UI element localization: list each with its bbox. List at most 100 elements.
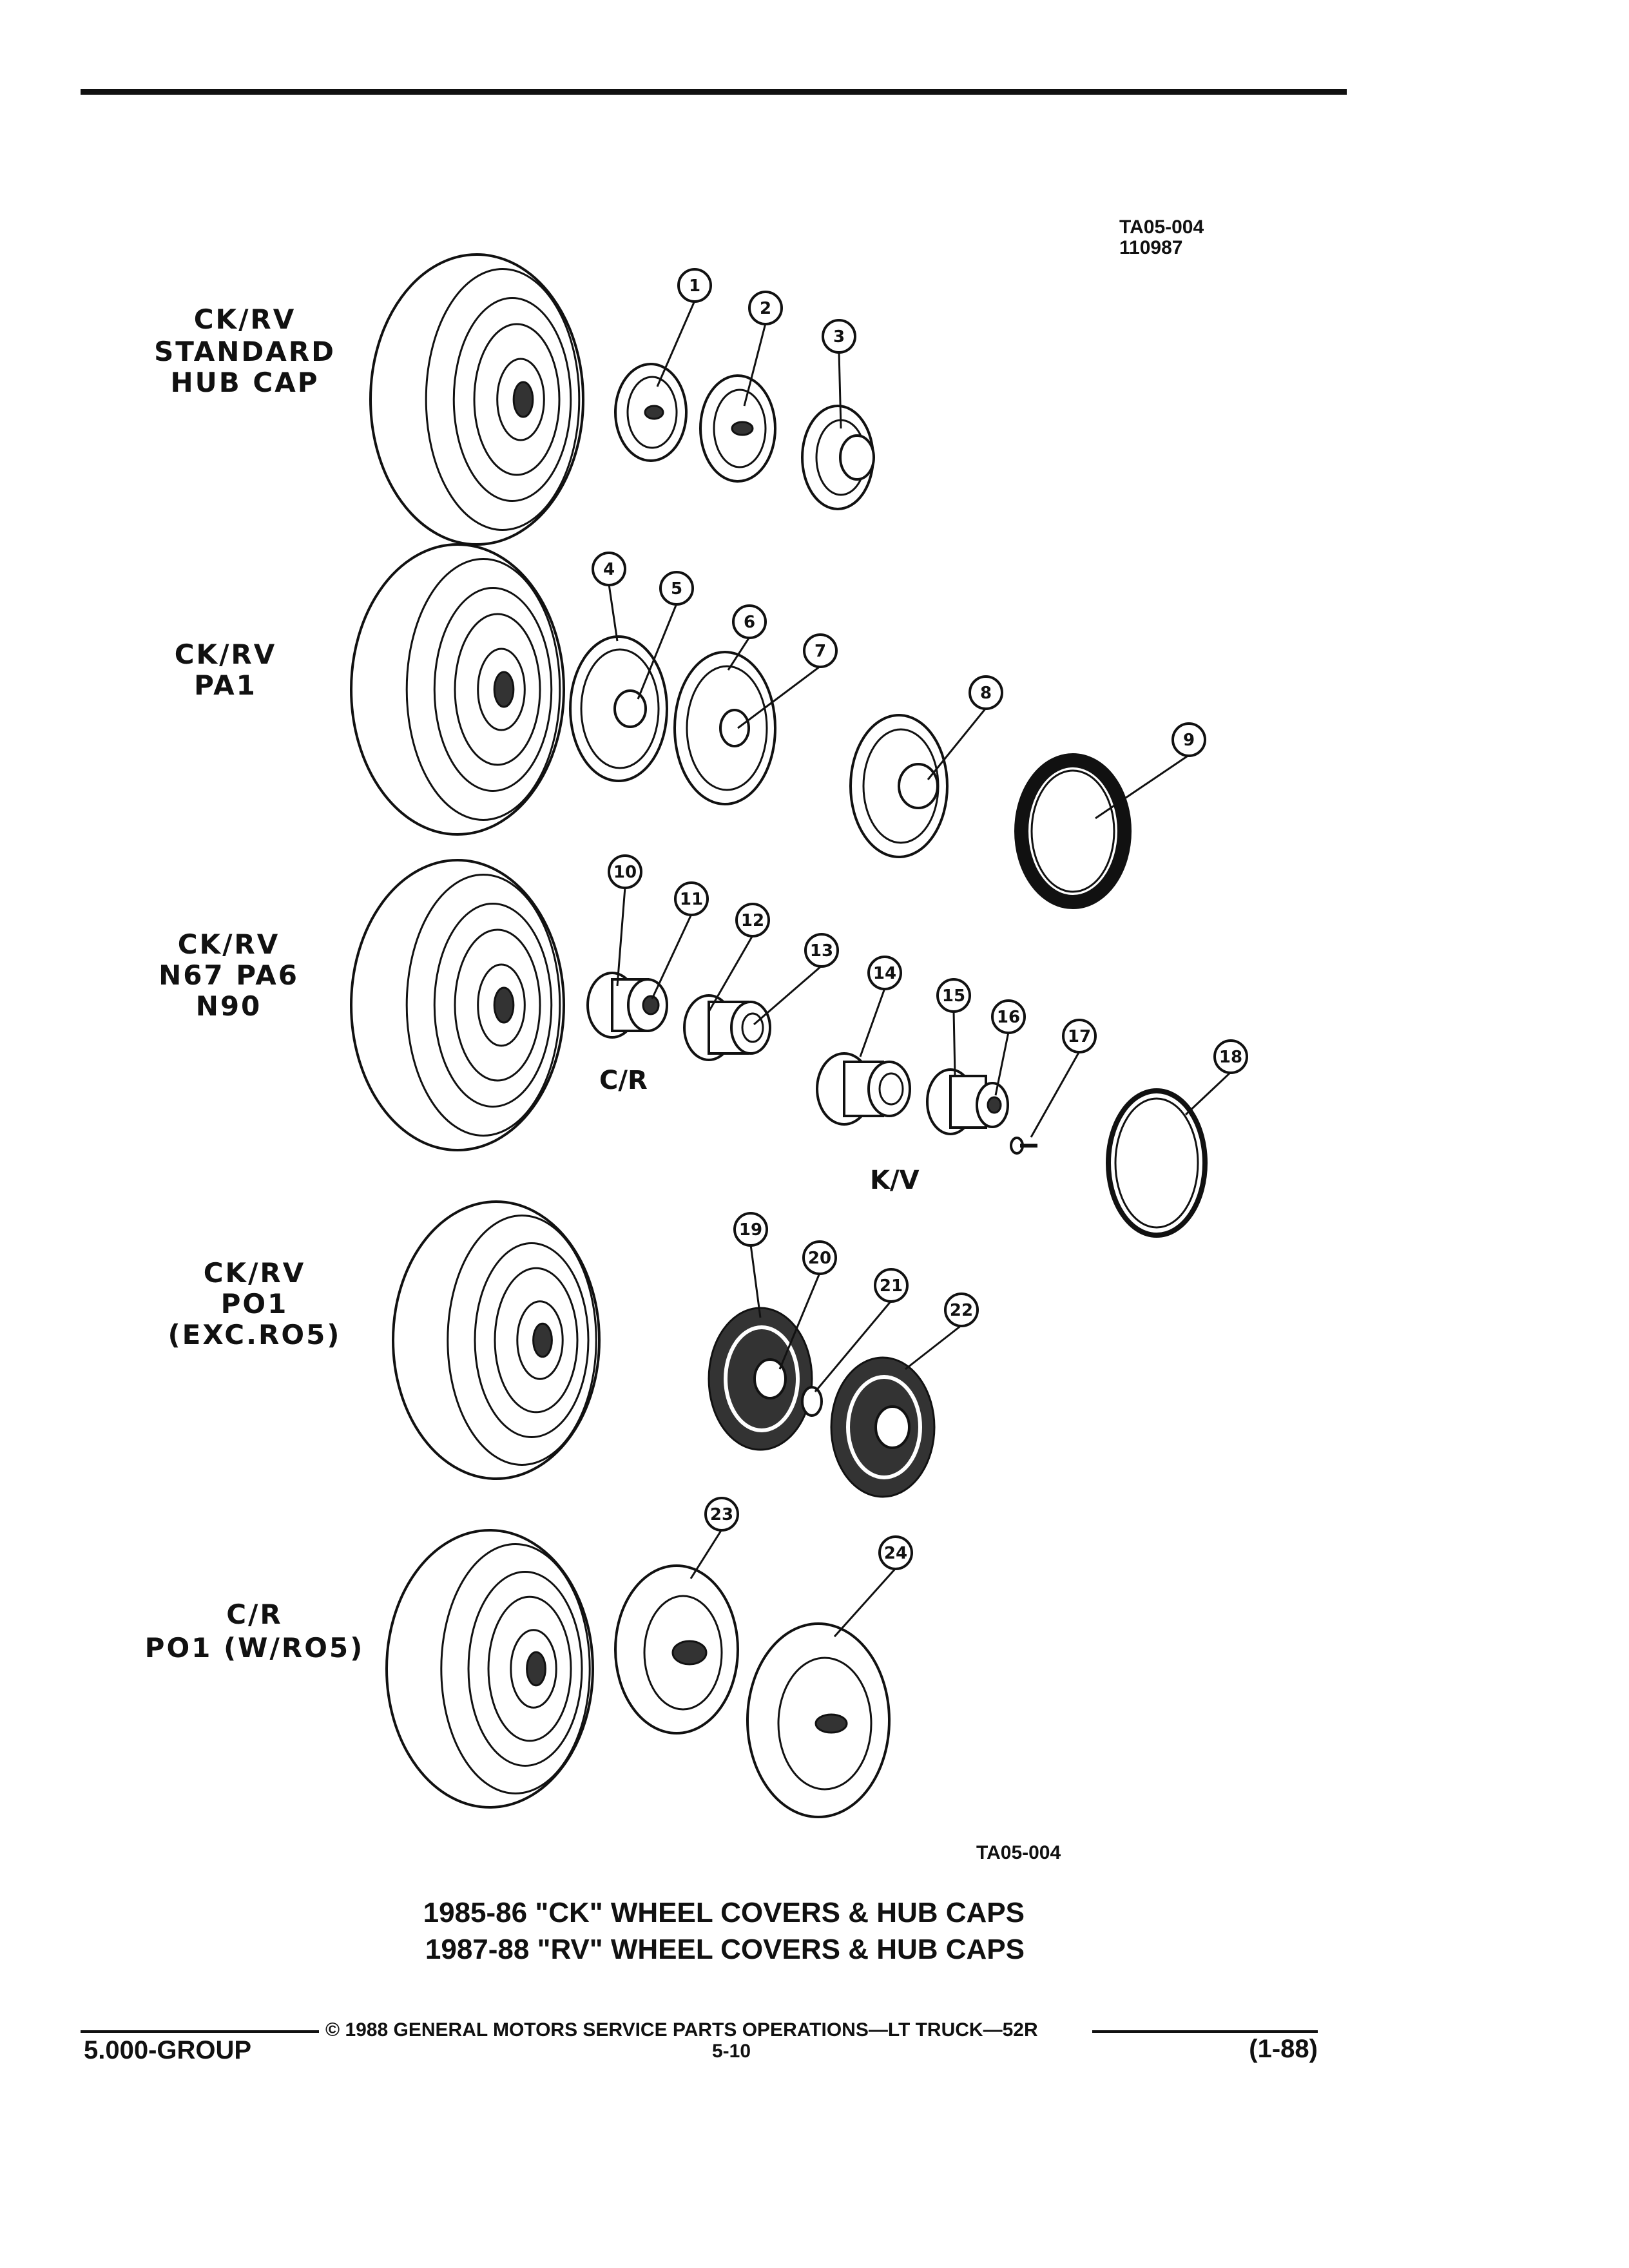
callout-20: 20 [778, 1240, 837, 1370]
section-label-3: CK/RV N67 PA6 N90 [159, 928, 299, 1022]
svg-text:14: 14 [873, 964, 896, 983]
svg-text:CK/RV: CK/RV [178, 928, 280, 960]
callout-6: 6 [727, 604, 767, 671]
svg-text:2: 2 [760, 299, 771, 318]
footer-group: 5.000-GROUP [84, 2036, 251, 2064]
svg-text:8: 8 [980, 684, 992, 703]
svg-text:21: 21 [880, 1276, 903, 1296]
wheel-2 [350, 543, 565, 836]
callout-17: 17 [1030, 1019, 1097, 1138]
title-line-2: 1987-88 "RV" WHEEL COVERS & HUB CAPS [425, 1934, 1025, 1965]
svg-text:20: 20 [808, 1249, 831, 1268]
hub-cap-part-23 [614, 1564, 739, 1735]
footer-date: (1-88) [1249, 2035, 1318, 2063]
hub-cap-part-24 [746, 1622, 891, 1818]
svg-text:5: 5 [671, 579, 682, 599]
callout-7: 7 [737, 633, 838, 729]
parts [569, 363, 1208, 1818]
wheel-cover-part-6 [673, 651, 776, 805]
svg-text:4: 4 [603, 560, 615, 579]
hub-cap-part-2 [699, 374, 776, 483]
svg-text:7: 7 [815, 642, 826, 661]
section-label-1: CK/RV STANDARD HUB CAP [154, 303, 336, 398]
svg-text:N67 PA6: N67 PA6 [159, 959, 299, 991]
callout-14: 14 [859, 956, 902, 1057]
wheel-cover-part-22 [830, 1356, 936, 1498]
callout-11: 11 [651, 881, 709, 999]
svg-text:C/R: C/R [226, 1599, 283, 1630]
callout-2: 2 [743, 291, 783, 407]
svg-text:PO1 (W/RO5): PO1 (W/RO5) [145, 1632, 365, 1664]
ring-part-21 [801, 1386, 823, 1417]
callout-21: 21 [814, 1268, 909, 1392]
hub-part-14 [816, 1052, 911, 1126]
svg-text:HUB CAP: HUB CAP [171, 367, 320, 398]
footer-copyright: © 1988 GENERAL MOTORS SERVICE PARTS OPER… [325, 2019, 1038, 2041]
callout-15: 15 [936, 978, 971, 1077]
svg-text:PA1: PA1 [194, 669, 257, 701]
callout-9: 9 [1095, 722, 1206, 820]
header-date: 110987 [1119, 237, 1182, 258]
svg-text:19: 19 [739, 1220, 762, 1240]
bottom-code: TA05-004 [976, 1842, 1061, 1863]
callout-18: 18 [1184, 1039, 1248, 1116]
svg-text:6: 6 [744, 613, 755, 632]
svg-text:13: 13 [810, 941, 833, 961]
svg-text:1: 1 [689, 276, 700, 296]
hub-cap-part-3 [801, 405, 875, 510]
wheel-cover-part-19 [708, 1307, 813, 1451]
hub-part-10 [586, 972, 668, 1039]
trim-ring-part-18 [1106, 1088, 1208, 1238]
svg-text:CK/RV: CK/RV [175, 639, 277, 670]
svg-text:(EXC.RO5): (EXC.RO5) [168, 1319, 341, 1350]
svg-text:9: 9 [1183, 731, 1195, 750]
wheel-1 [369, 253, 584, 546]
callout-23: 23 [689, 1497, 739, 1579]
svg-text:N90: N90 [196, 990, 262, 1022]
svg-text:17: 17 [1068, 1027, 1091, 1046]
callout-3: 3 [822, 319, 856, 429]
svg-text:CK/RV: CK/RV [194, 303, 296, 335]
section-label-5: C/R PO1 (W/RO5) [145, 1599, 365, 1664]
svg-text:23: 23 [710, 1505, 733, 1524]
screw-part-17 [1010, 1137, 1037, 1155]
section-label-4: CK/RV PO1 (EXC.RO5) [168, 1257, 341, 1350]
callout-5: 5 [637, 571, 694, 700]
svg-text:18: 18 [1219, 1048, 1242, 1067]
callout-1: 1 [656, 268, 712, 387]
wheels [350, 253, 601, 1809]
callout-13: 13 [753, 933, 839, 1026]
svg-text:3: 3 [833, 327, 845, 347]
hub-part-12 [683, 994, 771, 1061]
wheel-4 [392, 1200, 601, 1480]
sublabel-cr: C/R [599, 1066, 648, 1095]
sublabel-kv: K/V [870, 1166, 920, 1195]
wheel-3 [350, 859, 565, 1151]
hub-cap-part-1 [614, 363, 688, 462]
svg-text:CK/RV: CK/RV [204, 1257, 306, 1289]
top-rule [81, 89, 1347, 95]
trim-ring-part-9 [1014, 753, 1132, 909]
callout-4: 4 [592, 552, 626, 642]
wheel-5 [385, 1529, 594, 1809]
callout-8: 8 [927, 675, 1003, 780]
svg-text:22: 22 [950, 1301, 973, 1320]
callout-12: 12 [708, 903, 770, 1012]
callout-10: 10 [608, 854, 642, 986]
svg-text:16: 16 [997, 1008, 1020, 1027]
footer-page: 5-10 [712, 2041, 751, 2062]
svg-text:12: 12 [741, 911, 764, 930]
callout-19: 19 [733, 1212, 768, 1318]
callout-22: 22 [905, 1293, 979, 1370]
svg-text:STANDARD: STANDARD [154, 336, 336, 367]
svg-text:PO1: PO1 [221, 1288, 289, 1320]
callout-16: 16 [991, 999, 1026, 1096]
hub-part-15 [926, 1068, 1009, 1135]
svg-text:24: 24 [884, 1544, 907, 1563]
wheel-cover-part-8 [849, 714, 949, 858]
svg-text:11: 11 [680, 890, 703, 909]
svg-text:10: 10 [613, 863, 637, 882]
